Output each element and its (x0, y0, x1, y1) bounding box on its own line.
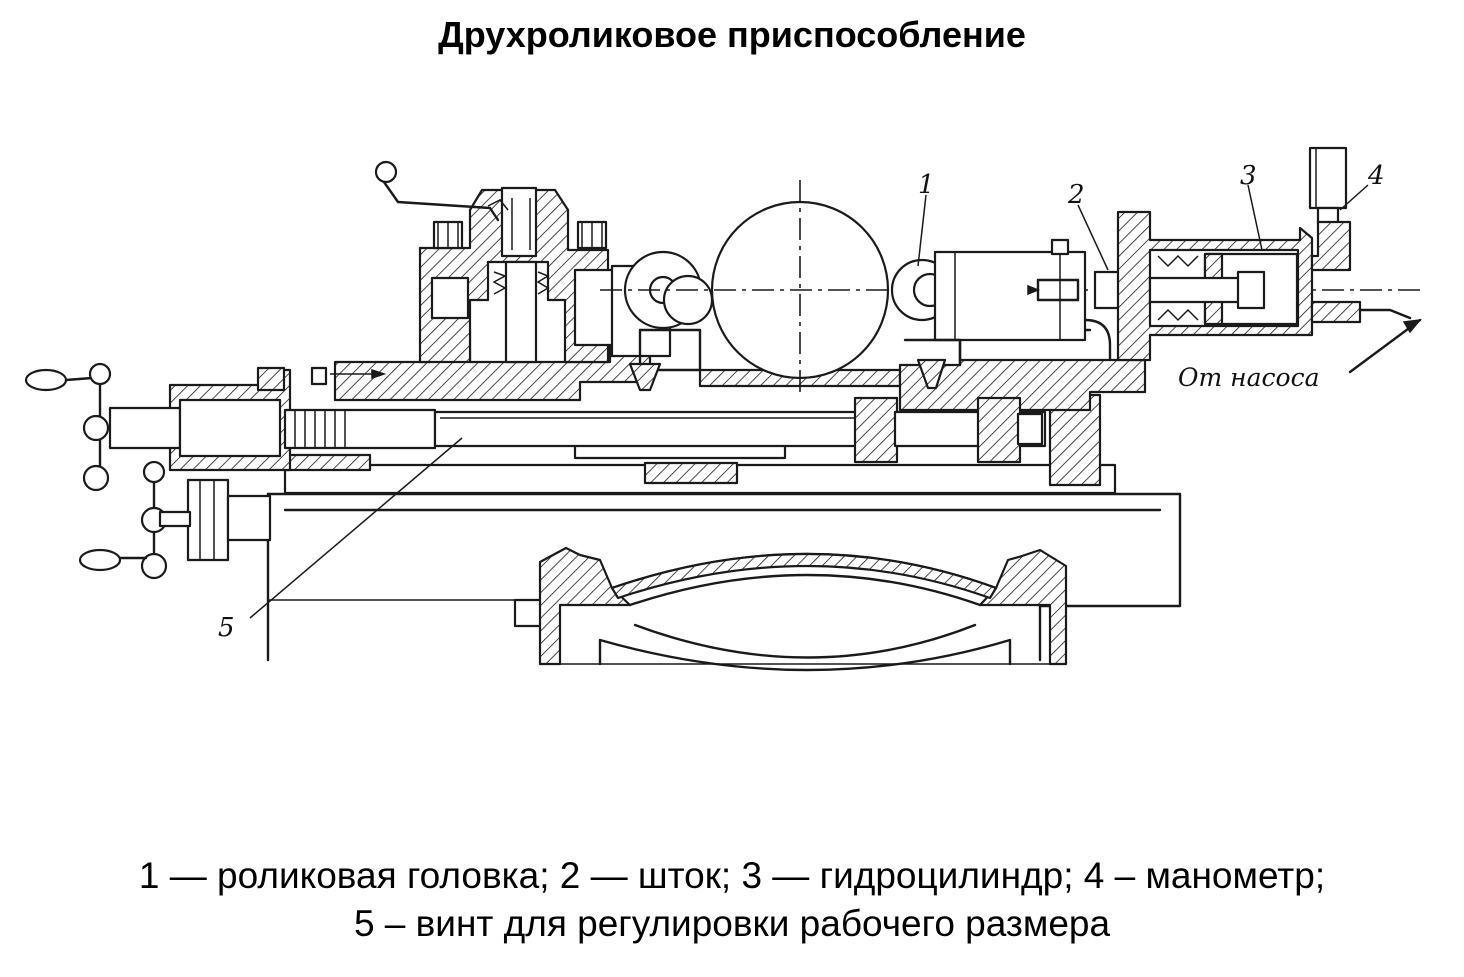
right-roller-head (890, 238, 1112, 390)
manometer (1308, 146, 1352, 272)
leader-lines (249, 184, 1369, 619)
caption-line-1: 1 — роликовая головка; 2 — шток; 3 — гид… (138, 855, 1326, 896)
label-manometer: 4 (1367, 161, 1385, 191)
label-adjust-screw: 5 (218, 613, 235, 643)
rod-and-hydrocylinder (1093, 210, 1422, 374)
pump-note: От насоса (1178, 363, 1319, 392)
label-hydrocylinder: 3 (1240, 161, 1257, 191)
figure-caption: 1 — роликовая головка; 2 — шток; 3 — гид… (0, 852, 1464, 948)
left-clamp-pillar (374, 160, 610, 364)
slide-carriage (283, 393, 1117, 495)
caption-line-2: 5 – винт для регулировки рабочего размер… (353, 903, 1111, 944)
label-rod: 2 (1067, 180, 1085, 210)
left-handwheels (24, 362, 272, 580)
machine-bed (266, 492, 1182, 672)
page-title: Друхроликовое приспособление (438, 14, 1026, 55)
label-roller-head: 1 (918, 170, 935, 200)
left-roller-head (573, 250, 714, 392)
adjust-screw (108, 366, 1047, 472)
